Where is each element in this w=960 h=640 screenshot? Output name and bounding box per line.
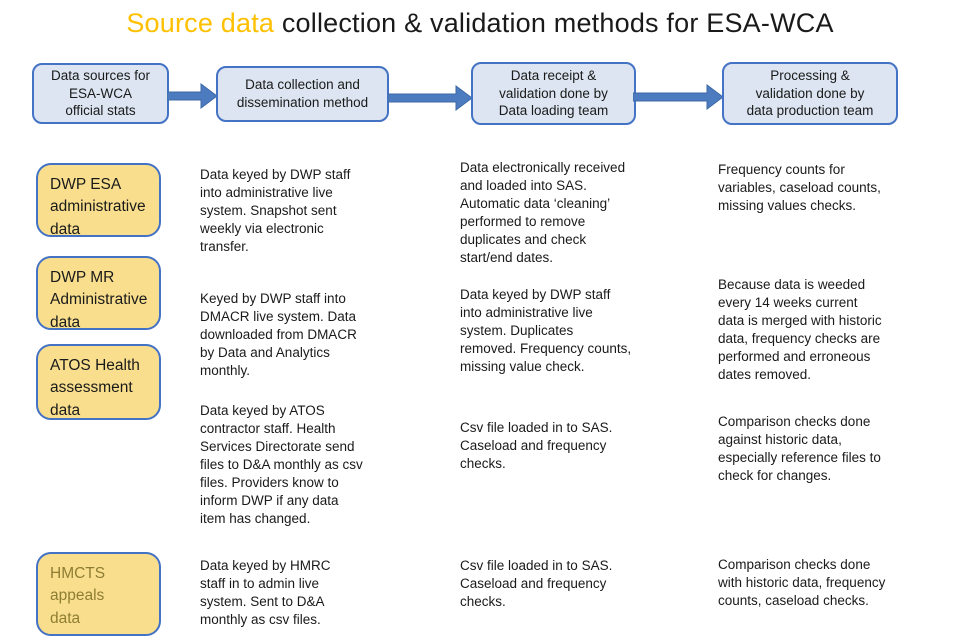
flow-step-label: Data receipt & validation done by Data l… xyxy=(498,67,609,119)
row-label-box-dwp-esa: DWP ESA administrative data xyxy=(36,163,161,238)
title-highlight: Source data xyxy=(126,8,275,38)
flow-step-data-receipt: Data receipt & validation done by Data l… xyxy=(471,62,636,125)
flow-arrow-icon xyxy=(633,84,723,110)
cell-processing-hmcts: Comparison checks done with historic dat… xyxy=(718,557,886,608)
cell-receipt-hmcts: Csv file loaded in to SAS. Caseload and … xyxy=(460,558,613,609)
cell-collection-dwp-esa: Data keyed by DWP staff into administrat… xyxy=(200,167,351,254)
flow-step-label: Data collection and dissemination method xyxy=(236,77,369,110)
page-title: Source data collection & validation meth… xyxy=(0,8,960,39)
cell-collection-atos: Data keyed by ATOS contractor staff. Hea… xyxy=(200,403,363,526)
flow-step-data-sources: Data sources for ESA-WCA official stats xyxy=(32,63,169,124)
cell-receipt-atos: Csv file loaded in to SAS. Caseload and … xyxy=(460,420,613,471)
cell-collection-dwp-mr: Keyed by DWP staff into DMACR live syste… xyxy=(200,291,357,378)
flow-step-label: Processing & validation done by data pro… xyxy=(746,67,874,119)
cell-collection-hmcts: Data keyed by HMRC staff in to admin liv… xyxy=(200,558,331,627)
title-rest: collection & validation methods for ESA-… xyxy=(274,8,834,38)
flow-step-processing: Processing & validation done by data pro… xyxy=(722,62,898,125)
flow-arrow-icon xyxy=(167,83,217,109)
cell-processing-dwp-mr: Because data is weeded every 14 weeks cu… xyxy=(718,277,882,382)
flow-arrow-icon xyxy=(388,85,472,111)
flow-step-label: Data sources for ESA-WCA official stats xyxy=(50,67,151,119)
flow-step-collection-method: Data collection and dissemination method xyxy=(216,66,389,122)
cell-receipt-dwp-esa: Data electronically received and loaded … xyxy=(460,160,626,265)
row-label-box-atos: ATOS Health assessment data xyxy=(36,344,161,420)
row-label-box-hmcts: HMCTS appeals data xyxy=(36,552,161,636)
cell-processing-dwp-esa: Frequency counts for variables, caseload… xyxy=(718,162,881,213)
row-label-box-dwp-mr: DWP MR Administrative data xyxy=(36,256,161,331)
cell-receipt-dwp-mr: Data keyed by DWP staff into administrat… xyxy=(460,287,632,374)
cell-processing-atos: Comparison checks done against historic … xyxy=(718,414,881,483)
